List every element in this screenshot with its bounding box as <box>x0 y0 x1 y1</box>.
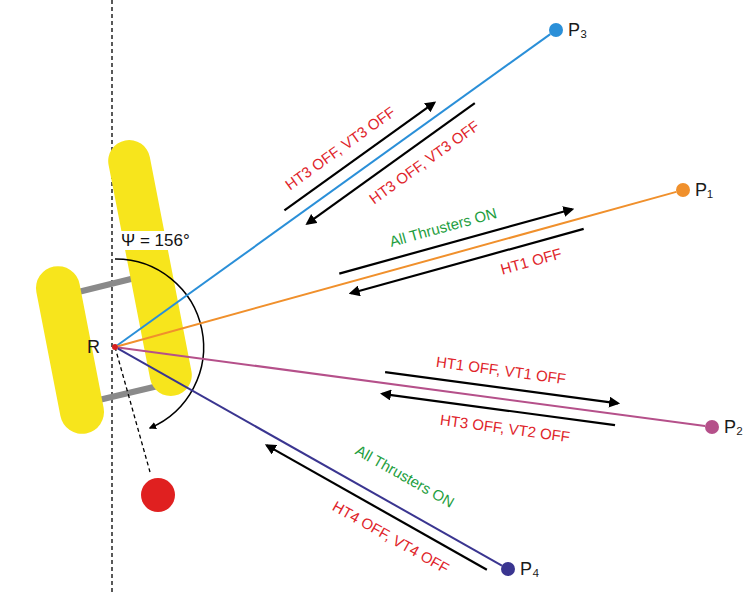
origin-point: R <box>112 344 118 350</box>
thruster-state-label: All Thrusters ON <box>387 205 498 249</box>
direction-arrow <box>284 103 434 211</box>
target-point: P₄ <box>501 562 515 576</box>
thruster-state-label: HT3 OFF, VT3 OFF <box>283 104 398 193</box>
robot-hull <box>105 136 196 399</box>
target-point: P₃ <box>549 23 563 37</box>
ray-line <box>118 347 705 426</box>
point-label: P₁ <box>695 181 713 199</box>
heading-line <box>115 347 150 472</box>
point-label: P₄ <box>520 560 539 578</box>
thruster-state-label: HT3 OFF, VT3 OFF <box>366 118 481 207</box>
thruster-state-label: All Thrusters ON <box>353 443 457 510</box>
angle-label: Ψ = 156° <box>119 231 192 250</box>
point-label: P₃ <box>568 21 587 39</box>
direction-arrow <box>307 103 475 223</box>
vertical-reference <box>111 0 112 594</box>
ray-line <box>117 34 550 345</box>
target-point: P₂ <box>705 420 719 434</box>
point-label: R <box>87 338 100 356</box>
ray-line <box>118 192 676 346</box>
target-point: P₁ <box>676 183 690 197</box>
robot-hull <box>32 262 108 437</box>
target-marker <box>141 478 175 512</box>
thruster-state-label: HT4 OFF, VT4 OFF <box>330 499 451 576</box>
direction-arrow <box>351 229 584 293</box>
point-label: P₂ <box>724 418 743 436</box>
